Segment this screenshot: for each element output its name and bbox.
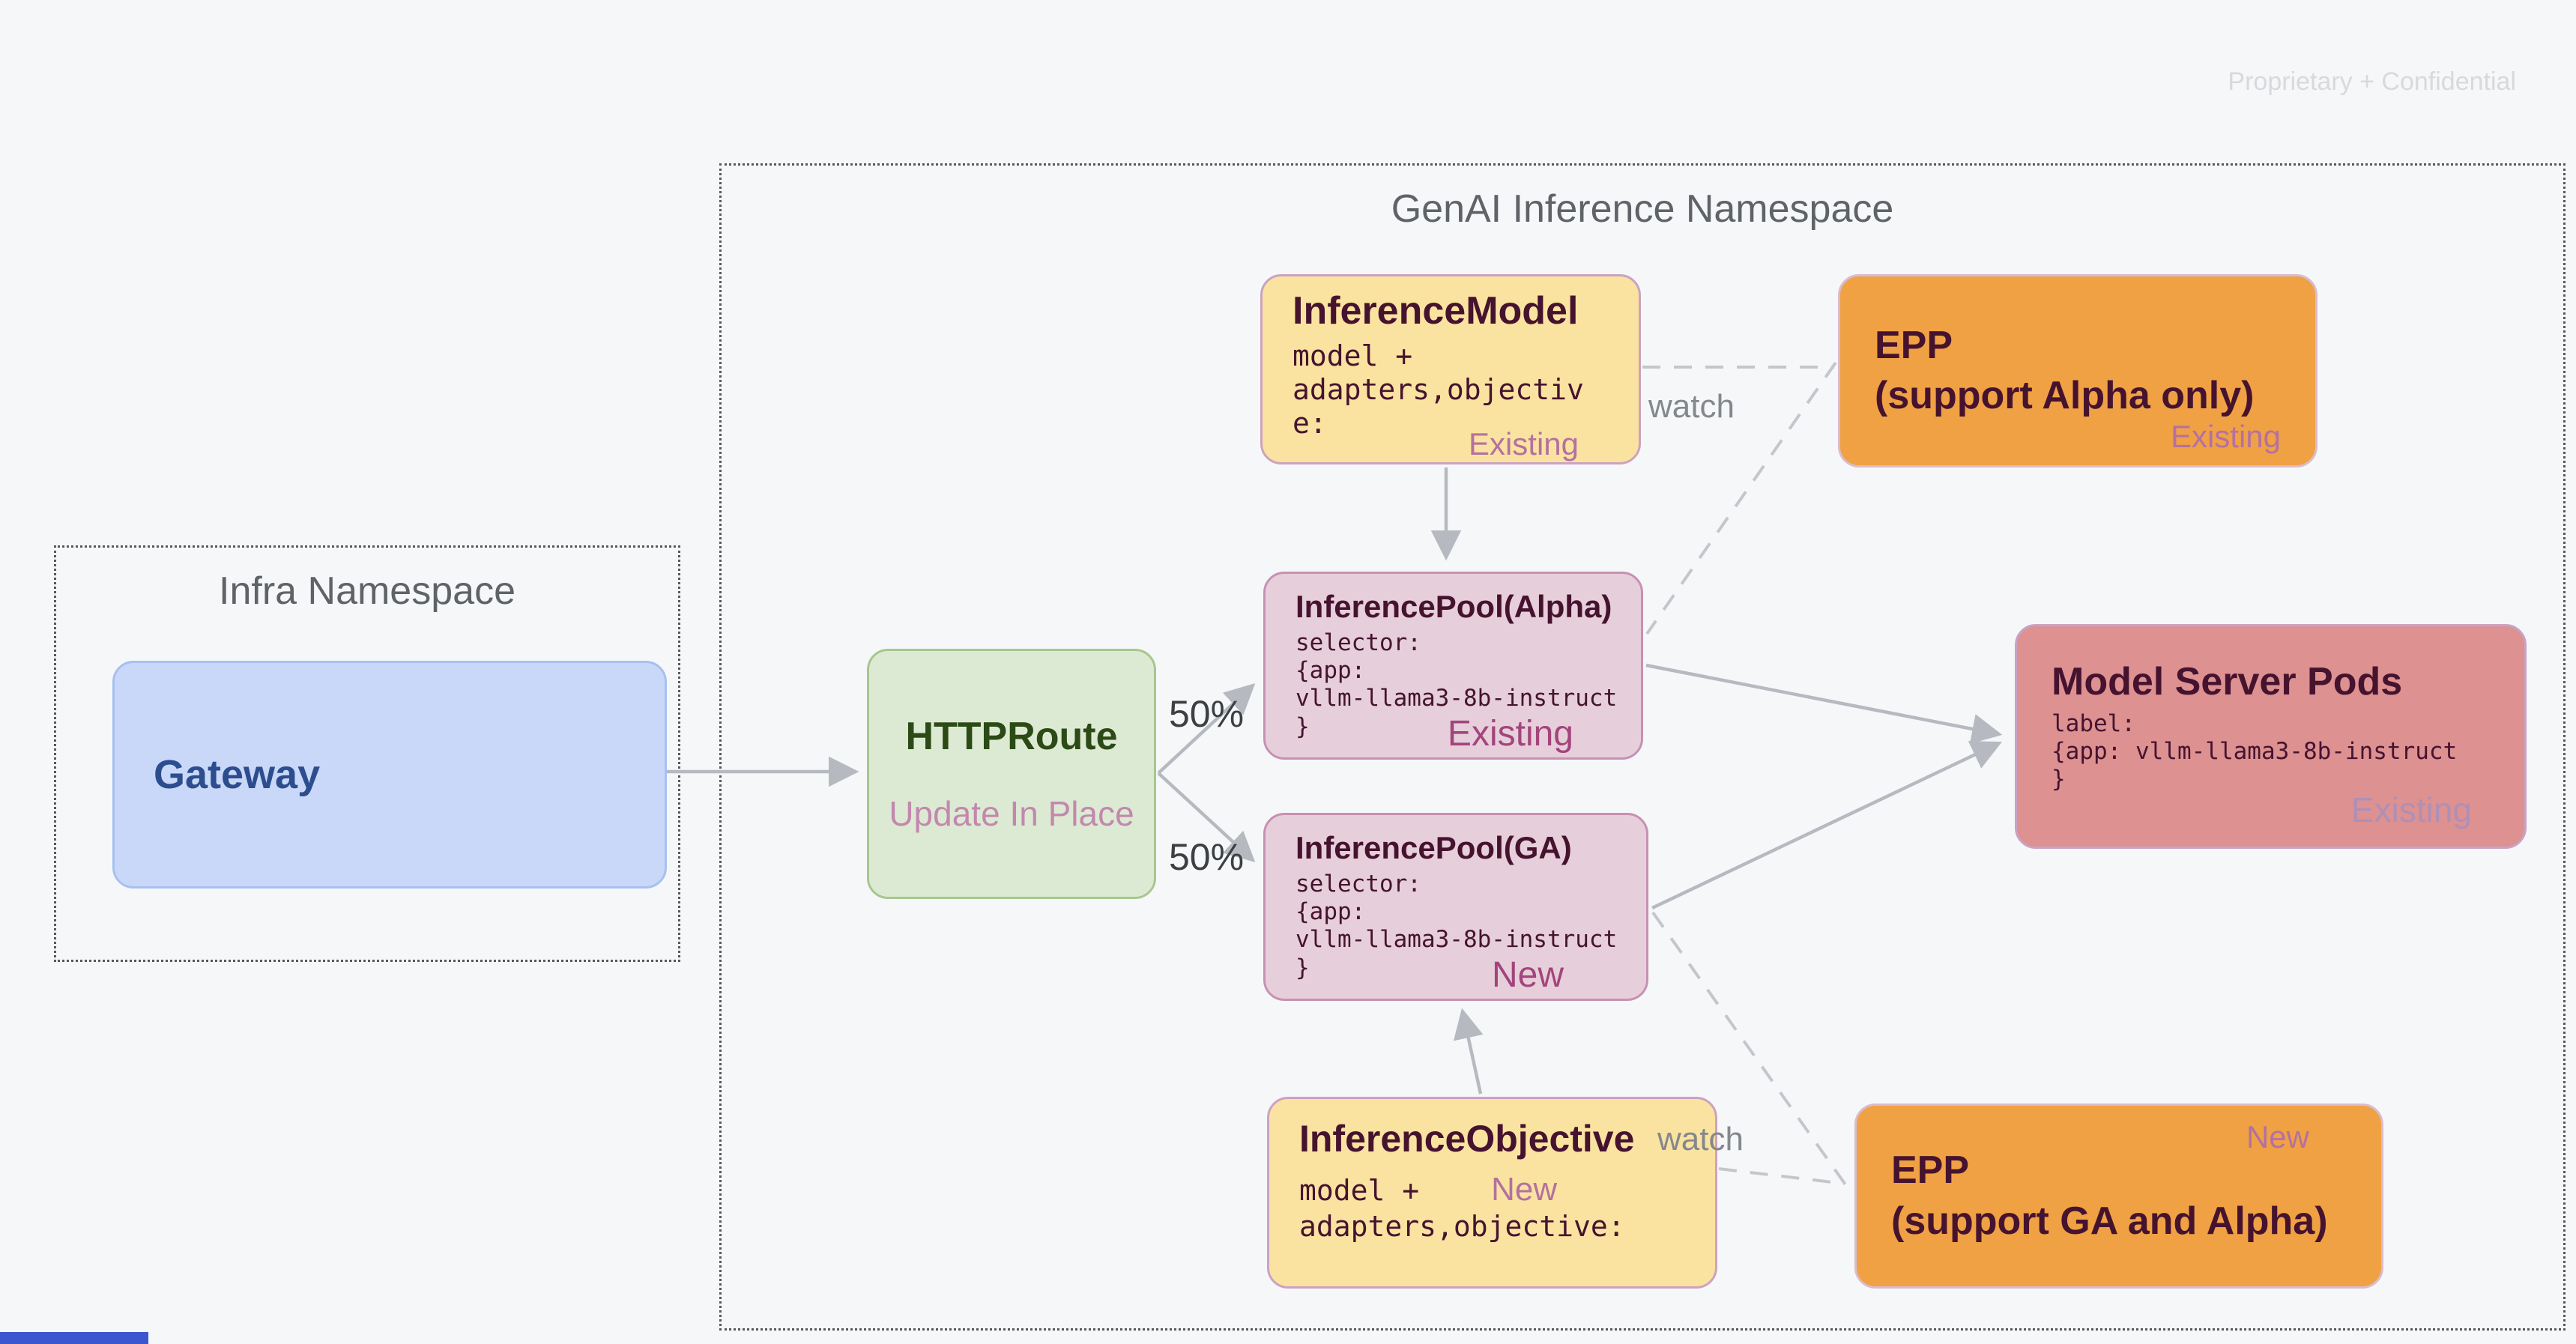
inference-objective-node: InferenceObjective model + New adapters,… (1267, 1097, 1717, 1289)
genai-namespace-title: GenAI Inference Namespace (1391, 187, 1894, 231)
edge-objective-to-pool-ga (1453, 1008, 1484, 1095)
epp-ga-title: EPP (1891, 1148, 1970, 1192)
inference-pool-alpha-title: InferencePool(Alpha) (1295, 589, 1612, 624)
httproute-node: HTTPRoute Update In Place (867, 649, 1156, 899)
inference-pool-ga-node: InferencePool(GA) selector: {app: vllm-l… (1263, 813, 1648, 1001)
inference-objective-status-badge: New (1491, 1171, 1558, 1208)
genai-namespace-boundary: GenAI Inference Namespace (719, 163, 2566, 1331)
watch-bottom-label: watch (1657, 1121, 1744, 1157)
inference-pool-alpha-node: InferencePool(Alpha) selector: {app: vll… (1263, 572, 1643, 760)
edge-pool-alpha-to-pods (1645, 663, 2003, 744)
inference-objective-code-line1: model + (1299, 1174, 1420, 1207)
split-percentage-bottom-label: 50% (1169, 836, 1245, 878)
bottom-left-accent-bar (0, 1332, 148, 1344)
epp-alpha-subtitle: (support Alpha only) (1875, 374, 2255, 417)
model-server-pods-title: Model Server Pods (2052, 660, 2403, 703)
model-server-pods-code: label: {app: vllm-llama3-8b-instruct } (2052, 710, 2458, 793)
inference-pool-alpha-code: selector: {app: vllm-llama3-8b-instruct … (1295, 629, 1618, 740)
edge-httproute-to-pool-ga (1157, 772, 1256, 863)
model-server-pods-node: Model Server Pods label: {app: vllm-llam… (2015, 624, 2527, 849)
edge-pool-ga-to-epp-ga (1651, 911, 1848, 1188)
httproute-title: HTTPRoute (905, 715, 1118, 758)
infra-namespace-title: Infra Namespace (219, 569, 515, 613)
inference-objective-title: InferenceObjective (1299, 1118, 1635, 1160)
epp-ga-subtitle: (support GA and Alpha) (1891, 1199, 2328, 1243)
model-server-pods-status-badge: Existing (2350, 790, 2472, 829)
inference-model-node: InferenceModel model + adapters,objectiv… (1260, 274, 1641, 464)
inference-objective-code-line2: adapters,objective: (1299, 1209, 1625, 1243)
inference-model-status-badge: Existing (1468, 426, 1579, 461)
epp-alpha-node: EPP (support Alpha only) Existing (1838, 274, 2318, 467)
inference-pool-ga-title: InferencePool(GA) (1295, 830, 1572, 865)
gateway-node: Gateway (112, 661, 667, 889)
edge-pool-ga-to-pods (1651, 741, 2003, 910)
edge-epp-alpha-to-pool-alpha (1645, 361, 1837, 635)
inference-pool-ga-code: selector: {app: vllm-llama3-8b-instruct … (1295, 871, 1618, 981)
epp-alpha-status-badge: Existing (2170, 419, 2281, 454)
httproute-subtitle: Update In Place (889, 794, 1134, 833)
watch-top-label: watch (1648, 388, 1735, 425)
epp-alpha-title: EPP (1875, 324, 1953, 368)
watermark-text: Proprietary + Confidential (2228, 67, 2516, 96)
edge-watch-objective-to-epp-ga (1718, 1167, 1845, 1185)
gateway-title: Gateway (154, 752, 321, 797)
epp-ga-node: EPP (support GA and Alpha) New (1854, 1104, 2383, 1289)
inference-pool-alpha-status-badge: Existing (1447, 714, 1573, 754)
inference-model-title: InferenceModel (1292, 289, 1579, 333)
inference-pool-ga-status-badge: New (1491, 955, 1564, 995)
inference-model-code: model + adapters,objectiv e: (1292, 339, 1584, 440)
epp-ga-status-badge: New (2246, 1119, 2309, 1154)
infra-namespace-boundary: Infra Namespace (54, 545, 680, 962)
edge-httproute-to-pool-alpha (1157, 682, 1256, 775)
split-percentage-top-label: 50% (1169, 693, 1245, 735)
